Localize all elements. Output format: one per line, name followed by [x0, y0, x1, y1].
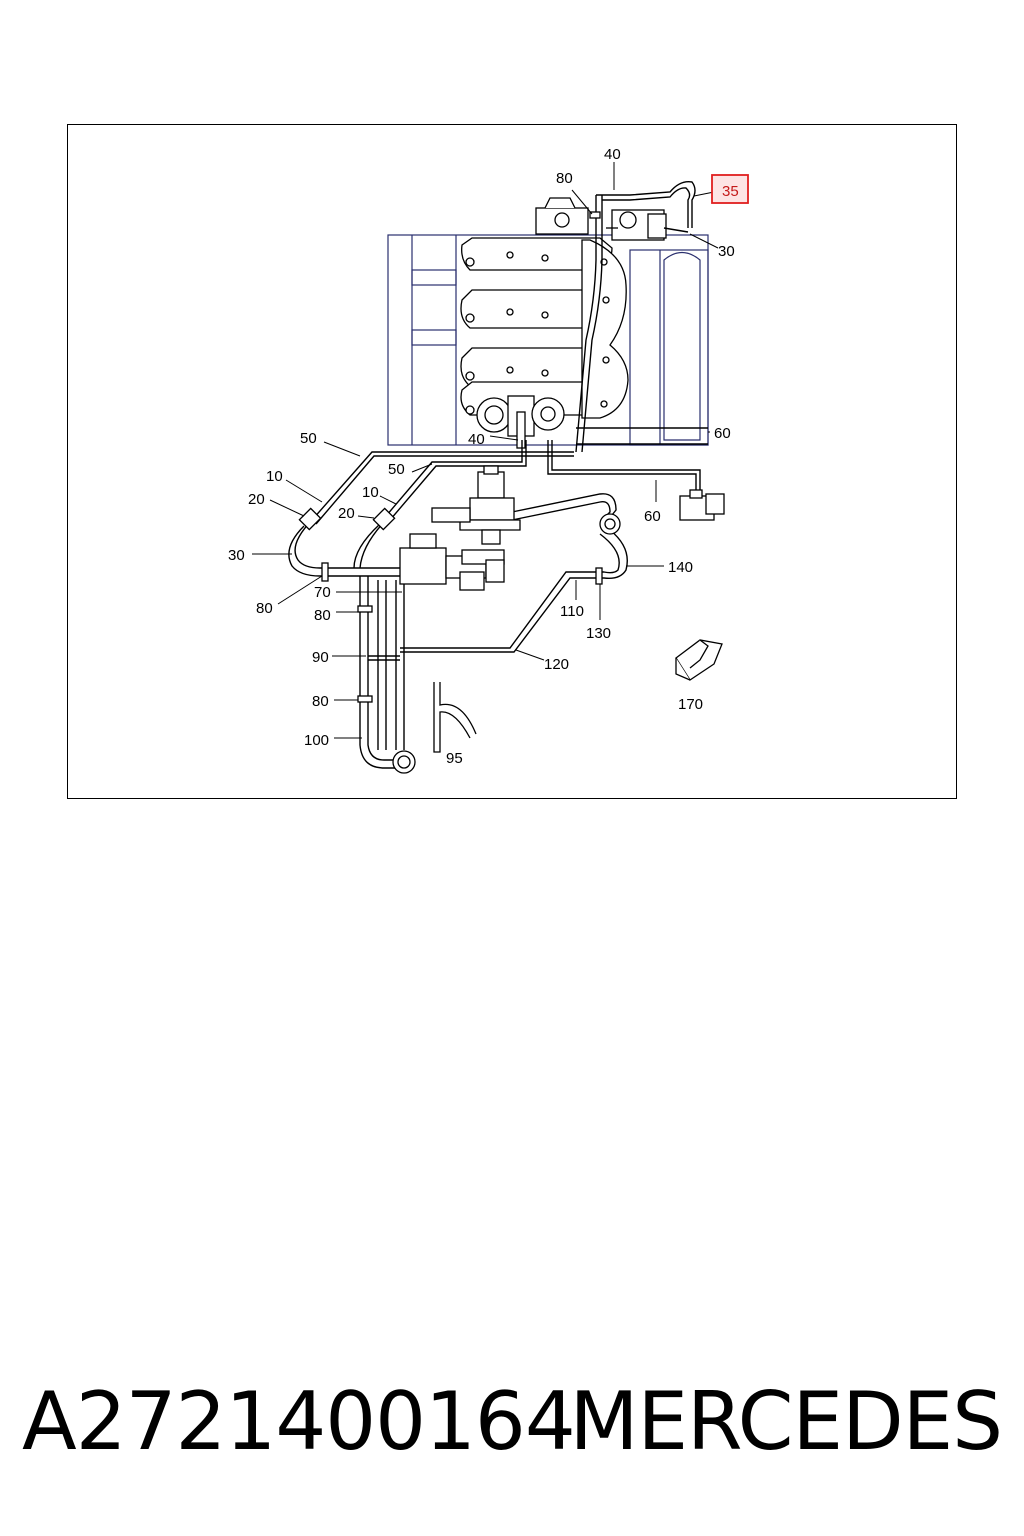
top-valve-assembly [606, 209, 667, 241]
vacuum-lines [288, 181, 708, 769]
part-number: A2721400164 [22, 1375, 576, 1468]
intake-manifold [460, 197, 629, 419]
callout-80-b: 80 [312, 693, 329, 710]
callout-95: 95 [446, 750, 463, 767]
callout-30-left: 30 [228, 547, 245, 564]
callout-120: 120 [544, 656, 569, 673]
callout-20-left: 20 [248, 491, 265, 508]
leader-lines [252, 162, 719, 739]
grommet-140 [599, 513, 621, 535]
air-pump-upper [431, 465, 521, 545]
exploded-parts-diagram: 40 80 35 30 50 40 60 50 10 20 10 20 60 3… [228, 146, 749, 774]
callout-70: 70 [314, 584, 331, 601]
callout-20-mid: 20 [338, 505, 355, 522]
callout-10-left: 10 [266, 468, 283, 485]
callout-60-right: 60 [714, 425, 731, 442]
footer: A2721400164 MERCEDES [0, 1372, 1024, 1472]
grommet-100 [392, 750, 416, 774]
callout-50-left: 50 [300, 430, 317, 447]
switchover-valve [399, 533, 505, 591]
diagram-frame [67, 124, 957, 799]
highlight-box-35 [711, 174, 749, 204]
hose-clamps [298, 211, 603, 703]
callout-130: 130 [586, 625, 611, 642]
callout-170: 170 [678, 696, 703, 713]
callout-30-right: 30 [718, 243, 735, 260]
callout-10-mid: 10 [362, 484, 379, 501]
callout-40-top: 40 [604, 146, 621, 163]
callout-80-a: 80 [314, 607, 331, 624]
electrical-connector [679, 489, 725, 521]
callout-40-mid: 40 [468, 431, 485, 448]
callout-100: 100 [304, 732, 329, 749]
callout-labels: 40 80 35 30 50 40 60 50 10 20 10 20 60 3… [228, 146, 739, 767]
callout-80-left: 80 [256, 600, 273, 617]
callout-35[interactable]: 35 [722, 183, 739, 200]
pipe-95 [433, 682, 477, 753]
callout-80-top: 80 [556, 170, 573, 187]
callout-60-low: 60 [644, 508, 661, 525]
callout-110: 110 [560, 603, 584, 620]
callout-90: 90 [312, 649, 329, 666]
callout-50-mid: 50 [388, 461, 405, 478]
brand-name: MERCEDES [569, 1375, 1003, 1468]
mounting-bracket-170 [675, 639, 723, 681]
callout-140: 140 [668, 559, 693, 576]
manifold-valves [476, 395, 565, 449]
